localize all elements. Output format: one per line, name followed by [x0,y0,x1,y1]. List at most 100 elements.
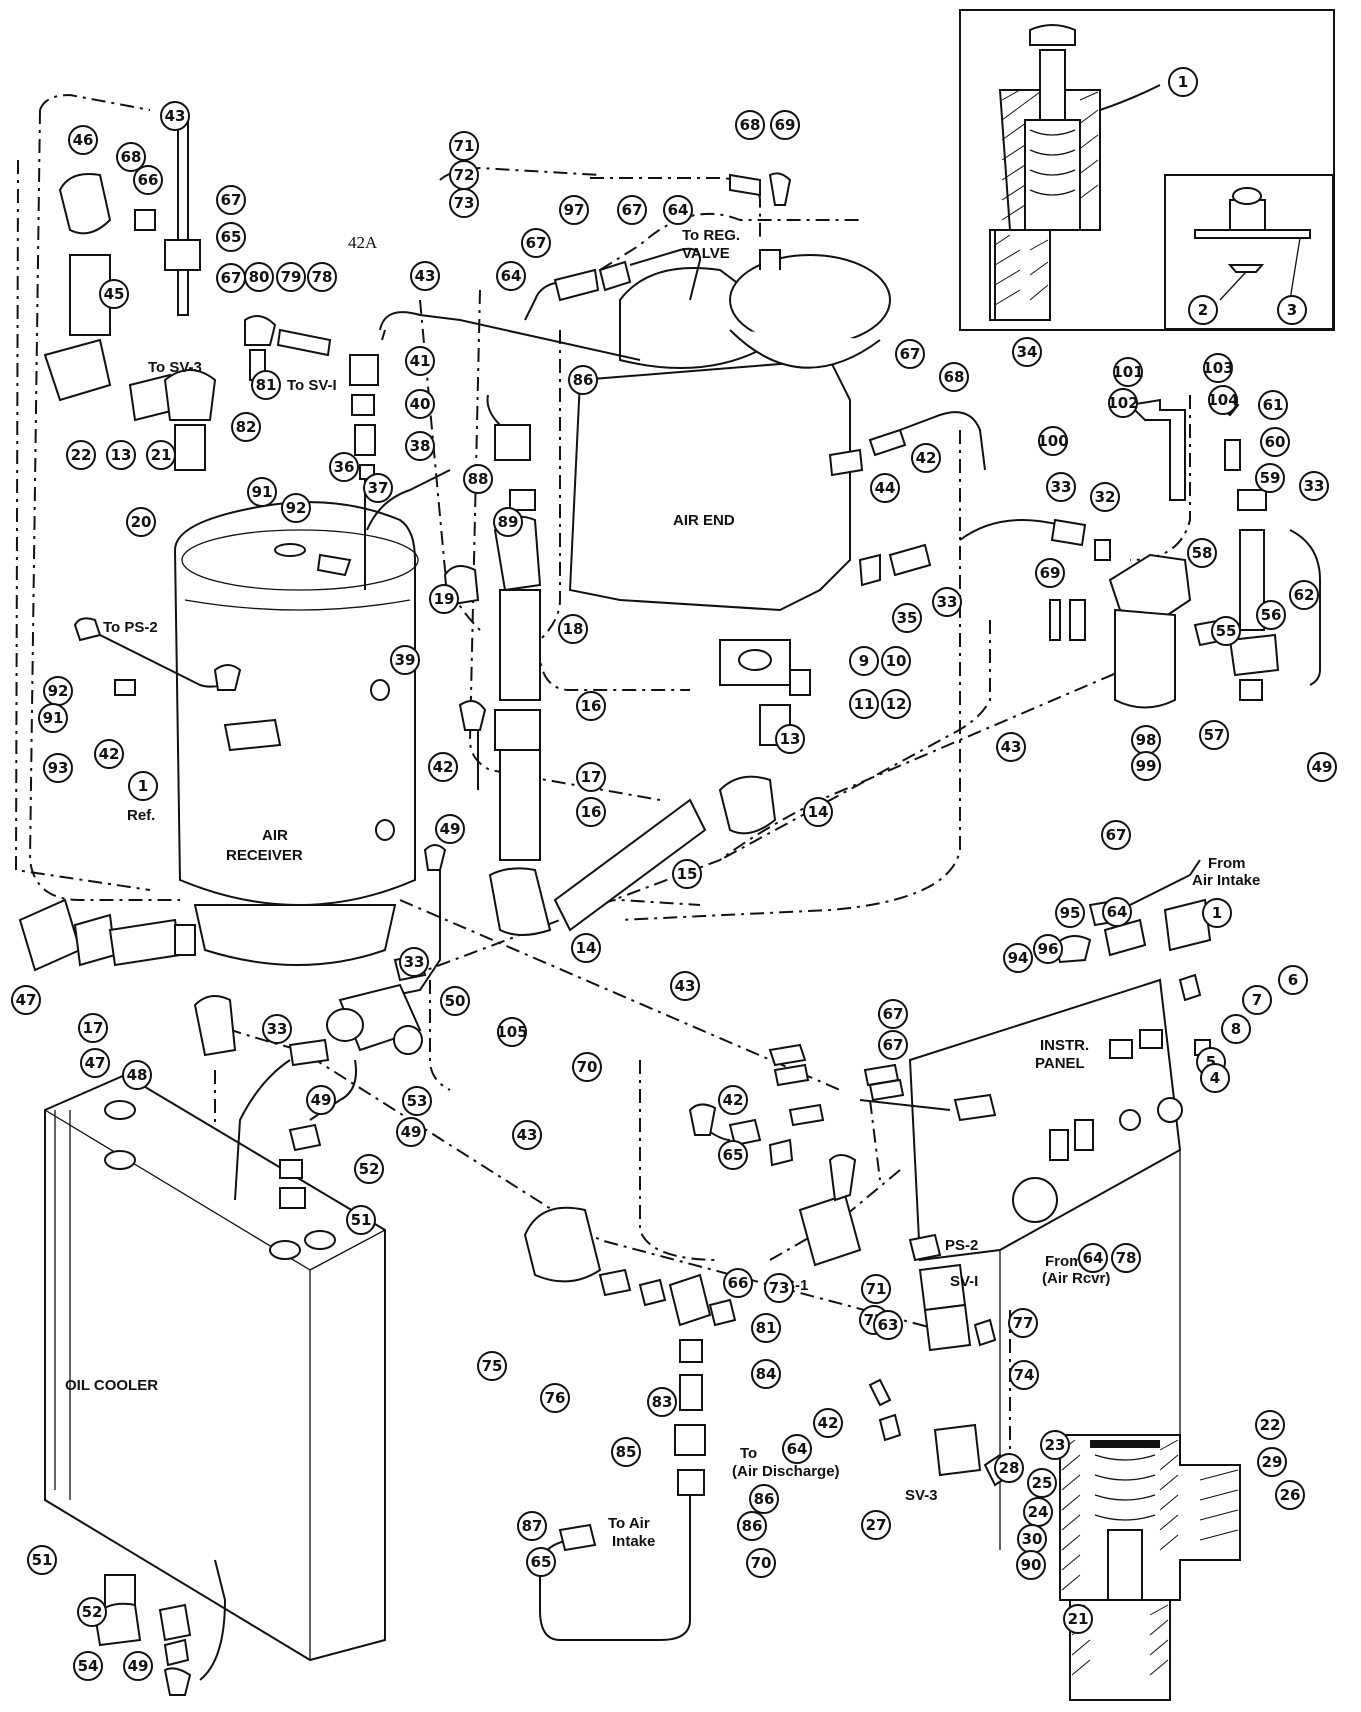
callout-number: 67 [883,1005,904,1023]
callout-6: 6 [1278,965,1308,995]
callout-57: 57 [1199,720,1229,750]
callout-number: 34 [1017,343,1038,361]
callout-circle [1101,820,1131,850]
callout-number: 60 [1265,433,1286,451]
callout-22: 22 [66,440,96,470]
callout-64: 64 [496,261,526,291]
callout-number: 67 [883,1036,904,1054]
callout-69: 69 [1035,558,1065,588]
callout-circle [73,1651,103,1681]
callout-73: 73 [764,1273,794,1303]
callout-102: 102 [1107,388,1139,418]
callout-circle [122,1060,152,1090]
callout-circle [405,431,435,461]
callout-circle [1108,388,1138,418]
callout-67: 67 [878,999,908,1029]
callout-circle [216,185,246,215]
callout-52: 52 [354,1154,384,1184]
callout-circle [1113,357,1143,387]
callout-number: 58 [1192,544,1213,562]
callout-number: 63 [878,1316,899,1334]
callout-1: 1 [1202,898,1232,928]
callout-circle [1168,67,1198,97]
callout-number: 66 [138,171,159,189]
callout-number: 49 [401,1123,422,1141]
callout-circle [94,739,124,769]
callout-circle [735,110,765,140]
callout-97: 97 [559,195,589,225]
callout-circle [276,262,306,292]
callout-circle [1008,1308,1038,1338]
callout-circle [1257,1447,1287,1477]
callout-33: 33 [1046,472,1076,502]
callout-89: 89 [493,507,523,537]
callout-80: 80 [244,262,274,292]
callout-49: 49 [306,1085,336,1115]
callout-number: 42 [433,758,454,776]
sv1-label: SV-I [950,1273,978,1290]
callout-circle [873,1310,903,1340]
callout-circle [1040,1430,1070,1460]
callout-number: 78 [312,268,333,286]
callout-circle [43,753,73,783]
callout-number: 1 [1212,904,1222,922]
callout-number: 85 [616,1443,637,1461]
callout-95: 95 [1055,898,1085,928]
callout-circle [1289,580,1319,610]
callout-number: 61 [1263,396,1284,414]
callout-53: 53 [402,1086,432,1116]
callout-circle [1038,426,1068,456]
callout-number: 70 [577,1058,598,1076]
callout-number: 35 [897,609,918,627]
callout-number: 11 [854,695,875,713]
callout-circle [1027,1468,1057,1498]
callout-45: 45 [99,279,129,309]
callout-circle [247,477,277,507]
callout-17: 17 [576,762,606,792]
callout-number: 65 [723,1146,744,1164]
callout-68: 68 [735,110,765,140]
callout-circle [576,691,606,721]
callout-circle [870,473,900,503]
callout-50: 50 [440,986,470,1016]
callout-number: 53 [407,1092,428,1110]
callout-circle [449,188,479,218]
callout-circle [77,1597,107,1627]
callout-number: 64 [668,201,689,219]
callout-52: 52 [77,1597,107,1627]
callout-64: 64 [663,195,693,225]
callout-number: 33 [1304,477,1325,495]
callout-86: 86 [737,1511,767,1541]
callout-51: 51 [27,1545,57,1575]
callout-36: 36 [329,452,359,482]
callout-circle [1016,1550,1046,1580]
callout-101: 101 [1112,357,1144,387]
callout-64: 64 [1078,1243,1108,1273]
callout-number: 43 [1001,738,1022,756]
callout-circle [1102,897,1132,927]
to-sv1-label: To SV-I [287,377,337,394]
callout-18: 18 [558,614,588,644]
callout-circle [1003,943,1033,973]
callout-42: 42 [718,1085,748,1115]
callout-circle [354,1154,384,1184]
callout-circle [493,507,523,537]
callout-circle [1258,390,1288,420]
callout-number: 27 [866,1516,887,1534]
callout-43: 43 [160,101,190,131]
callout-number: 25 [1032,1474,1053,1492]
callout-circle [813,1408,843,1438]
callout-81: 81 [251,370,281,400]
sv3-label: SV-3 [905,1487,938,1504]
callout-circle [106,440,136,470]
callout-96: 96 [1033,934,1063,964]
callout-number: 68 [944,368,965,386]
callout-number: 50 [445,992,466,1010]
callout-73: 73 [449,188,479,218]
callout-number: 22 [71,446,92,464]
callout-number: 102 [1107,394,1138,412]
oil-cooler: OIL COOLER [44,1073,386,1662]
callout-circle [1033,934,1063,964]
callout-67: 67 [617,195,647,225]
piping-and-fittings [18,119,1321,1696]
